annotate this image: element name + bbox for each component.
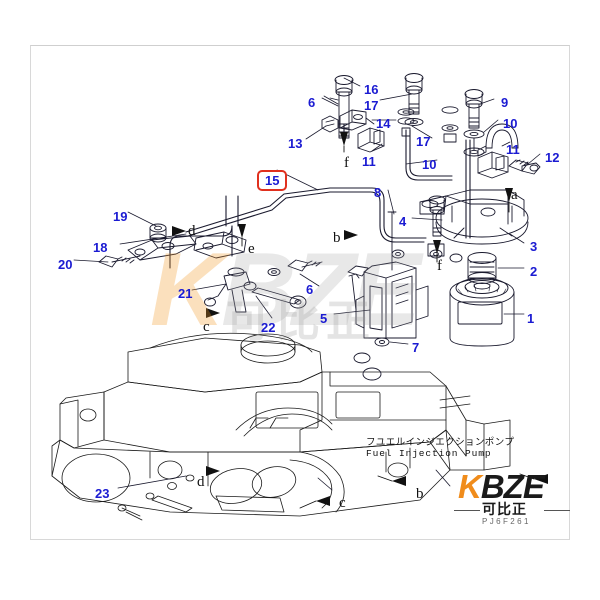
callout-number-19[interactable]: 19 (113, 209, 128, 224)
callout-number-18[interactable]: 18 (93, 240, 108, 255)
kbze-logo: KBZE 可比正 PJ6F261 (452, 470, 574, 526)
callout-number-22[interactable]: 22 (261, 320, 276, 335)
logo-brand-rest: BZE (480, 468, 545, 505)
callout-number-17[interactable]: 17 (364, 98, 379, 113)
callout-number-23[interactable]: 23 (95, 486, 110, 501)
bracket-14 (339, 109, 367, 131)
nut-13 (321, 115, 339, 133)
letter-ref-b: b (333, 230, 341, 246)
logo-brand: KBZE (458, 468, 545, 505)
injection-pump (347, 211, 429, 339)
callout-number-12[interactable]: 12 (545, 150, 560, 165)
diagram-frame (30, 45, 570, 540)
letter-ref-c: c (339, 495, 346, 511)
bolt-16b (404, 73, 424, 115)
clip-11-right (477, 123, 519, 157)
bolt-12 (508, 159, 541, 175)
callout-number-20[interactable]: 20 (58, 257, 73, 272)
lower-fasteners (117, 474, 195, 521)
callout-number-21[interactable]: 21 (178, 286, 193, 301)
arrow-tails (241, 145, 535, 509)
center-small-parts (204, 259, 390, 381)
callout-number-5[interactable]: 5 (320, 311, 328, 326)
letter-ref-f: f (437, 258, 442, 274)
callout-number-9[interactable]: 9 (501, 95, 509, 110)
callout-number-14[interactable]: 14 (376, 116, 391, 131)
bolt-9 (464, 89, 484, 129)
washers-col-a (441, 106, 459, 143)
letter-ref-a: a (511, 187, 518, 203)
letter-ref-f: f (344, 155, 349, 171)
leader-lines (73, 77, 541, 491)
callout-number-17[interactable]: 17 (416, 134, 431, 149)
letter-ref-b: b (416, 486, 424, 502)
callout-number-11[interactable]: 11 (362, 154, 376, 169)
arrow-markers (172, 132, 548, 506)
logo-brand-k: K (458, 468, 482, 505)
callout-number-16[interactable]: 16 (364, 82, 379, 97)
letter-ref-d: d (197, 474, 205, 490)
callout-number-6[interactable]: 6 (306, 282, 314, 297)
bolt-near-5 (428, 195, 446, 237)
banjo-fittings (391, 243, 463, 263)
logo-code: PJ6F261 (482, 517, 531, 526)
callout-number-15-highlighted[interactable]: 15 (257, 170, 288, 191)
callout-number-11[interactable]: 11 (506, 142, 520, 157)
logo-chinese: 可比正 (482, 502, 527, 518)
bolt-20 (98, 255, 141, 268)
callout-number-13[interactable]: 13 (288, 136, 303, 151)
callout-number-10[interactable]: 10 (503, 116, 518, 131)
clamp-11-left (357, 127, 385, 153)
small-washers-mid (397, 108, 415, 137)
logo-rule-right (544, 510, 570, 511)
callout-number-1[interactable]: 1 (527, 311, 535, 326)
callout-number-10[interactable]: 10 (422, 157, 437, 172)
letter-ref-e: e (248, 241, 255, 257)
logo-rule-left (454, 510, 480, 511)
callout-number-4[interactable]: 4 (399, 214, 407, 229)
callout-number-7[interactable]: 7 (412, 340, 420, 355)
callout-number-6[interactable]: 6 (308, 95, 316, 110)
clamp-block-right (477, 151, 509, 179)
callout-number-2[interactable]: 2 (530, 264, 538, 279)
diagram-caption: フユエルインジエクションポンプ Fuel Injection Pump (366, 437, 514, 459)
fuel-pipes (169, 123, 471, 269)
letter-ref-c: c (203, 319, 210, 335)
engine-block (51, 332, 511, 521)
washer-17-left (397, 117, 415, 125)
letter-ref-d: d (188, 223, 196, 239)
caption-japanese: フユエルインジエクションポンプ (366, 437, 515, 448)
washer-10-upper (463, 129, 485, 139)
callout-number-3[interactable]: 3 (530, 239, 538, 254)
caption-english: Fuel Injection Pump (366, 448, 492, 459)
bolt-6-mid (287, 259, 323, 272)
callout-number-8[interactable]: 8 (374, 185, 382, 200)
bolt-6-lower (347, 265, 369, 311)
